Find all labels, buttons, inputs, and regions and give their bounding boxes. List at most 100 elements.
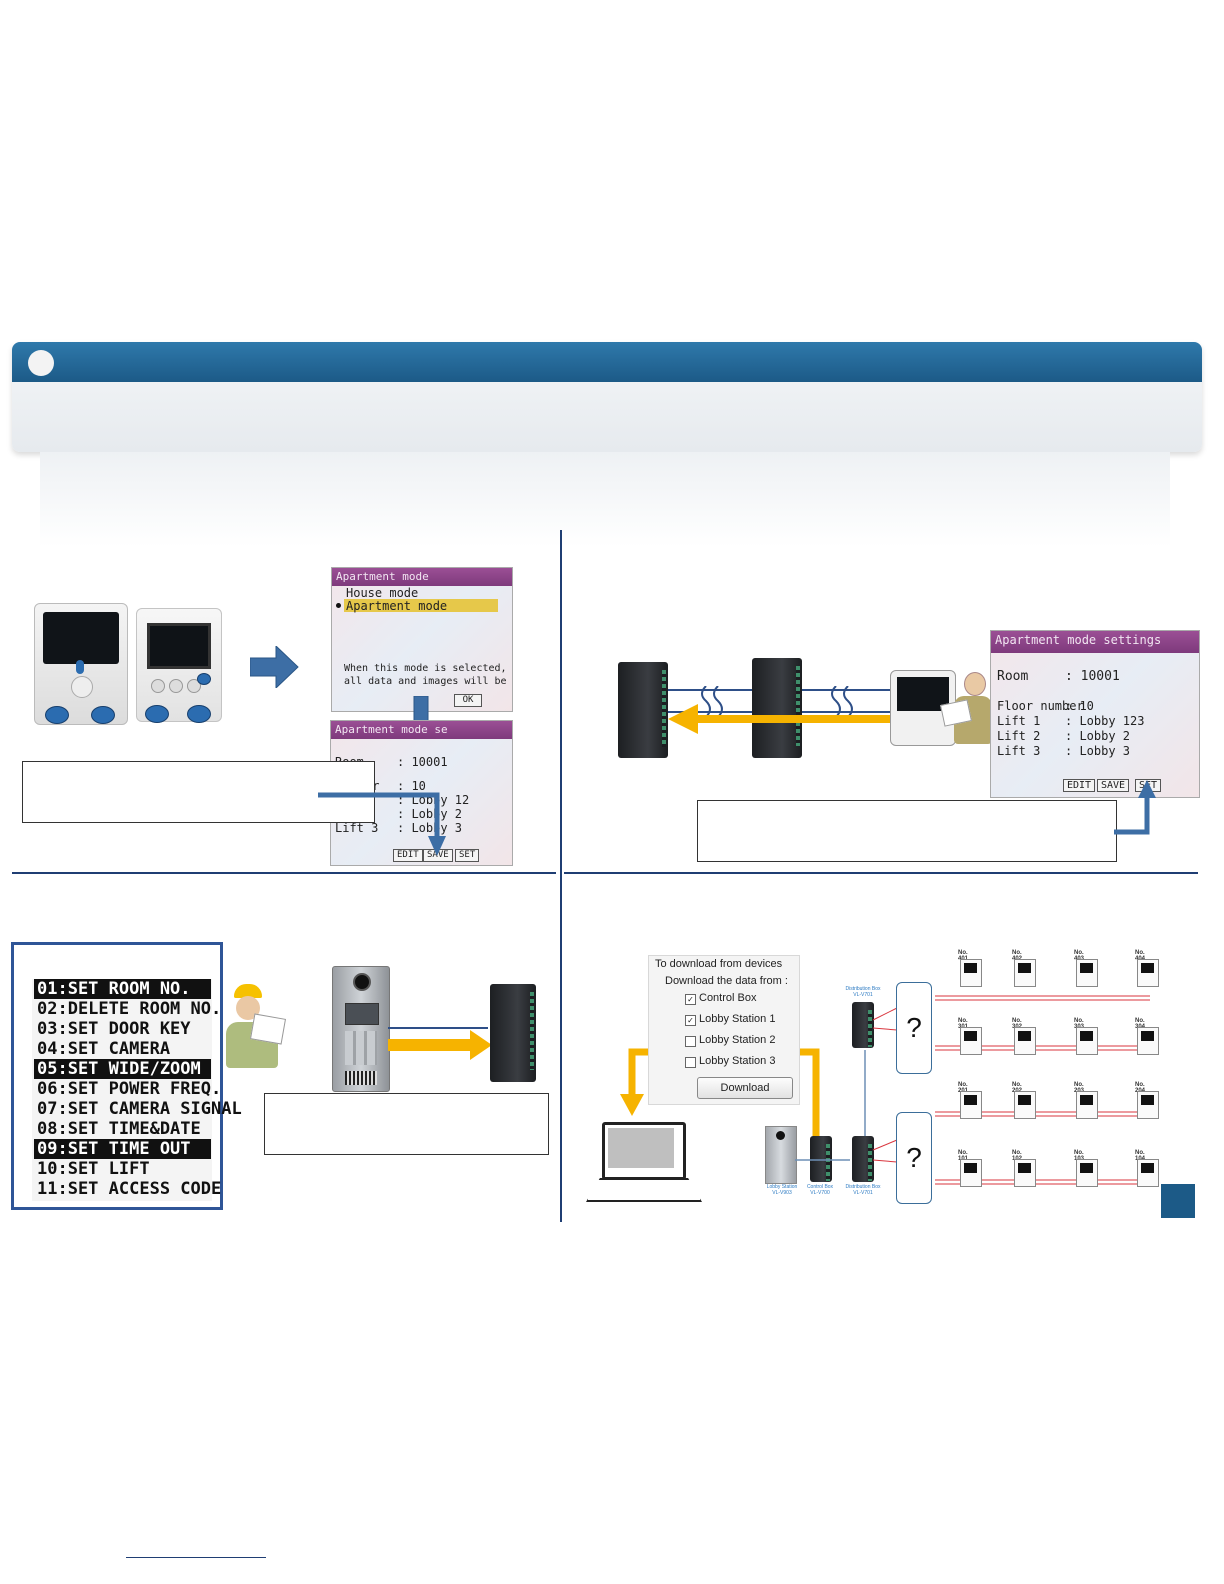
barcode-plate xyxy=(345,1071,377,1085)
lobby-menu-list: 01:SET ROOM NO.02:DELETE ROOM NO.03:SET … xyxy=(32,979,242,1201)
menu-item[interactable]: 01:SET ROOM NO. xyxy=(34,979,211,999)
data-transfer-arrow-yellow xyxy=(668,704,896,734)
apartment-settings-screen-large: Apartment mode settings Room : 10001 Flo… xyxy=(990,630,1200,798)
pointer-arrow-to-save xyxy=(318,792,446,856)
distribution-box-upper xyxy=(852,1002,874,1048)
option-house-mode[interactable]: House mode xyxy=(346,586,419,600)
vertical-divider xyxy=(560,530,562,1222)
menu-item[interactable]: 11:SET ACCESS CODE xyxy=(37,1179,222,1199)
room-value: : 10001 xyxy=(1065,669,1120,684)
room-monitor-icon xyxy=(960,1027,982,1055)
room-monitor-icon xyxy=(1014,1159,1036,1187)
lobby-station-model: VL-V903 xyxy=(772,1190,792,1196)
download-button[interactable]: Download xyxy=(697,1077,793,1099)
room-monitor-icon xyxy=(1137,1159,1159,1187)
screen-title: Apartment mode settings xyxy=(991,631,1199,653)
option-apartment-mode[interactable]: Apartment mode xyxy=(346,599,448,613)
indoor-monitor-2 xyxy=(136,608,222,723)
monitor-button-icon xyxy=(91,706,115,724)
selected-bullet-icon xyxy=(336,603,341,608)
monitor-selector-icon xyxy=(76,660,84,674)
control-box-label: Control Box xyxy=(806,1184,834,1190)
station-to-box-link xyxy=(388,1027,492,1060)
lobby-station-1-label: Lobby Station 1 xyxy=(699,1013,776,1025)
lift2-value: : Lobby 2 xyxy=(1065,729,1131,743)
lobby-station-2-checkbox[interactable] xyxy=(685,1036,696,1047)
lobby-menu-frame: 01:SET ROOM NO.02:DELETE ROOM NO.03:SET … xyxy=(11,942,242,1210)
unknown-wiring-upper: ? xyxy=(896,982,932,1074)
control-box-label: Control Box xyxy=(699,992,757,1004)
lift1-value: : Lobby 123 xyxy=(1065,714,1145,728)
room-monitor-icon xyxy=(960,1091,982,1119)
set-button[interactable]: SET xyxy=(455,849,480,862)
room-monitor-icon xyxy=(1137,959,1159,987)
distribution-box-lower xyxy=(852,1136,874,1182)
control-box-model: VL-V700 xyxy=(810,1190,830,1196)
right-arrow-icon xyxy=(250,646,299,688)
control-box-device-4 xyxy=(810,1136,832,1182)
floor-value: : 10 xyxy=(397,779,426,793)
distribution-box-upper-caption: Distribution Box VL-V701 xyxy=(840,986,886,998)
header-shadow-fade xyxy=(40,452,1170,547)
room-label: Room xyxy=(997,669,1029,684)
keypad-icon xyxy=(345,1031,377,1065)
screen-title: Apartment mode se xyxy=(331,721,512,739)
footnote-rule xyxy=(126,1557,266,1558)
room-monitor-icon xyxy=(1014,1027,1036,1055)
menu-item[interactable]: 06:SET POWER FREQ. xyxy=(37,1079,222,1099)
control-box-device-3 xyxy=(490,984,536,1082)
warning-line-1: When this mode is selected, xyxy=(344,663,507,674)
monitor-button-icon xyxy=(145,705,169,723)
ok-button[interactable]: OK xyxy=(454,694,482,707)
edit-button[interactable]: EDIT xyxy=(393,849,423,862)
apartment-mode-screen: Apartment mode House mode Apartment mode… xyxy=(331,567,513,712)
room-monitor-icon xyxy=(1076,1159,1098,1187)
floor-label: Floor number xyxy=(997,699,1084,713)
room-monitor-icon xyxy=(1014,1091,1036,1119)
lift3-value: : Lobby 3 xyxy=(1065,744,1131,758)
lift3-label: Lift 3 xyxy=(335,821,379,835)
edit-button[interactable]: EDIT xyxy=(1063,779,1096,792)
lobby-station-3-checkbox[interactable] xyxy=(685,1057,696,1068)
worker-helmet-icon xyxy=(222,984,287,1070)
distribution-box-label: Distribution Box xyxy=(845,986,881,992)
monitor-screen xyxy=(147,623,211,669)
lobby-station-2-label: Lobby Station 2 xyxy=(699,1034,776,1046)
control-box-device-1 xyxy=(618,662,668,758)
header-bullet-icon xyxy=(28,350,54,376)
menu-item[interactable]: 05:SET WIDE/ZOOM xyxy=(34,1059,211,1079)
control-box-checkbox[interactable]: ✓ xyxy=(685,994,696,1005)
lift1-label: Lift 1 xyxy=(997,714,1041,728)
laptop-icon xyxy=(586,1122,702,1202)
distribution-box-model: VL-V701 xyxy=(853,1190,873,1196)
save-button[interactable]: SAVE xyxy=(1097,779,1130,792)
monitor-key-icon xyxy=(151,679,165,693)
monitor-screen xyxy=(43,612,119,664)
lift3-value: : Lobby 3 xyxy=(397,821,463,835)
menu-item[interactable]: 04:SET CAMERA xyxy=(37,1039,171,1059)
lobby-station-1-checkbox[interactable]: ✓ xyxy=(685,1015,696,1026)
lobby-station-caption: Lobby Station VL-V903 xyxy=(762,1184,802,1196)
monitor-button-icon xyxy=(197,673,211,685)
dialog-title: To download from devices xyxy=(655,958,783,970)
room-monitor-icon xyxy=(1076,1091,1098,1119)
lobby-station-small xyxy=(765,1126,797,1184)
lobby-station-3-label: Lobby Station 3 xyxy=(699,1055,776,1067)
header-title-bar xyxy=(12,342,1202,382)
room-value: : 10001 xyxy=(397,755,448,769)
menu-item[interactable]: 03:SET DOOR KEY xyxy=(37,1019,191,1039)
monitor-dial-icon xyxy=(71,676,93,698)
menu-item[interactable]: 10:SET LIFT xyxy=(37,1159,150,1179)
distribution-box-model: VL-V701 xyxy=(853,992,873,998)
menu-item[interactable]: 02:DELETE ROOM NO. xyxy=(37,999,222,1019)
indoor-monitor-1 xyxy=(34,603,128,725)
menu-item[interactable]: 07:SET CAMERA SIGNAL xyxy=(37,1099,242,1119)
horizontal-divider-right xyxy=(564,872,1198,874)
distribution-box-label: Distribution Box xyxy=(845,1184,881,1190)
apartment-settings-screen-small: Apartment mode se Room : 10001 er : 10 :… xyxy=(330,720,513,866)
menu-item[interactable]: 09:SET TIME OUT xyxy=(34,1139,211,1159)
horizontal-divider-left xyxy=(12,872,556,874)
menu-item[interactable]: 08:SET TIME&DATE xyxy=(37,1119,201,1139)
warning-line-2: all data and images will be initialized. xyxy=(344,676,512,687)
unknown-wiring-lower: ? xyxy=(896,1112,932,1204)
